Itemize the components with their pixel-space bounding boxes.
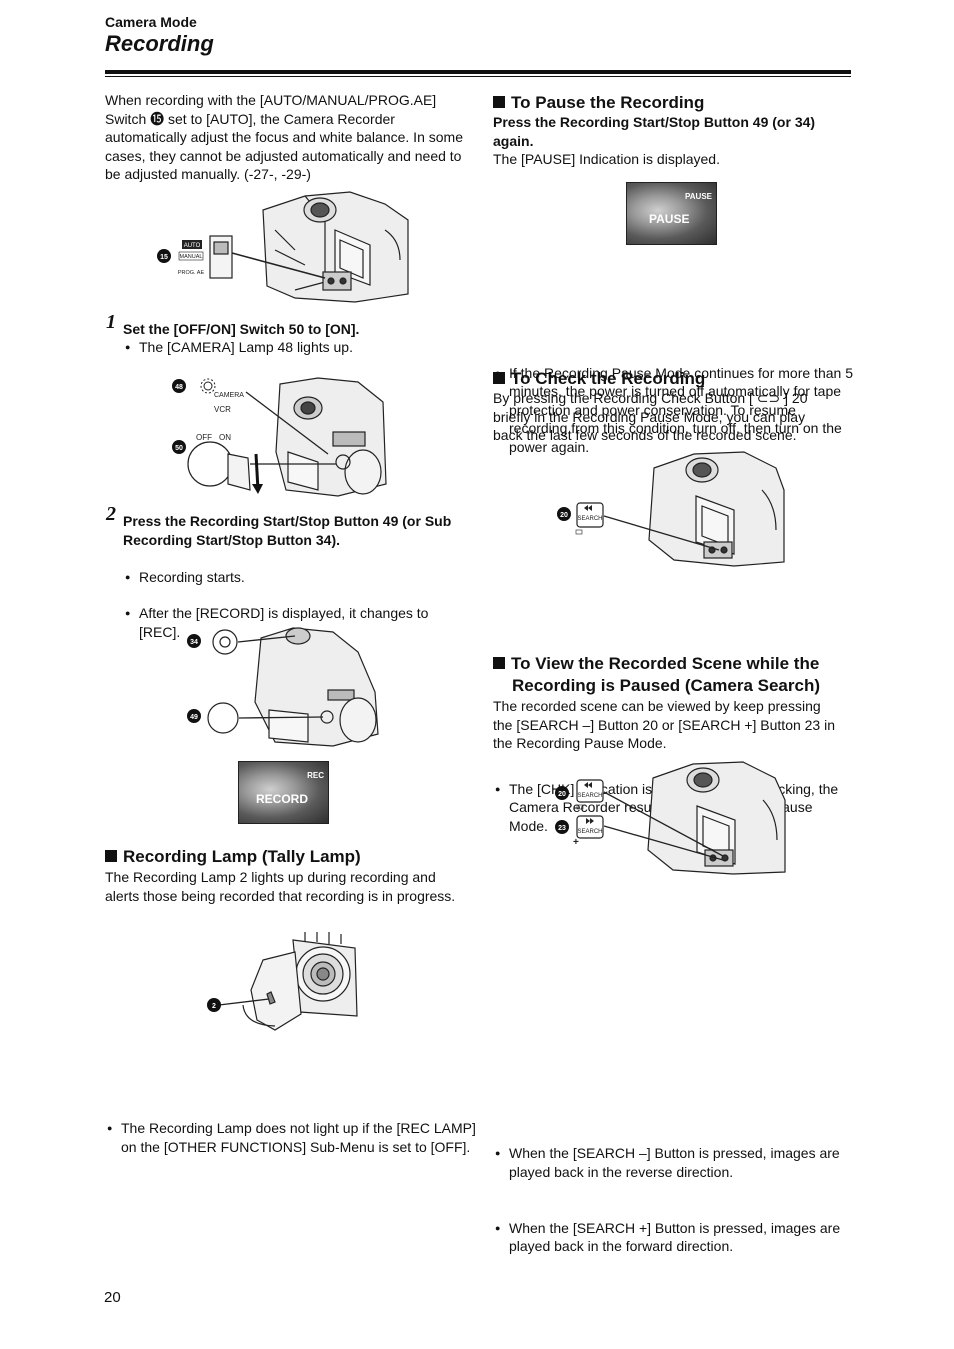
pause-screen: PAUSE PAUSE <box>626 182 717 245</box>
header-rule <box>105 70 851 74</box>
callout-50: 50 <box>175 445 183 452</box>
camera-switch-illustration: AUTO MANUAL PROG. AE 15 <box>155 190 415 308</box>
section-label: Camera Mode <box>105 14 197 30</box>
pause-bullet: If the Recording Pause Mode continues fo… <box>493 364 854 457</box>
search-bullet-1: When the [SEARCH –] Button is pressed, i… <box>493 1144 854 1181</box>
callout-49: 49 <box>190 714 198 721</box>
search-button-label: SEARCH <box>577 516 602 522</box>
pause-heading: To Pause the Recording <box>493 92 853 114</box>
bullet-square-icon <box>493 96 505 108</box>
tally-bullet: The Recording Lamp does not light up if … <box>105 1119 476 1156</box>
lamp-label-camera: CAMERA <box>214 392 244 399</box>
svg-text:+: + <box>573 837 579 848</box>
bullet-square-icon <box>493 372 505 384</box>
switch-label-progae: PROG. AE <box>178 270 205 276</box>
bullet-square-icon <box>105 850 117 862</box>
tally-text: The Recording Lamp 2 lights up during re… <box>105 869 456 904</box>
step-2-bullet-1: Recording starts. <box>123 568 479 587</box>
rec-indicator: REC <box>307 771 324 780</box>
lamp-label-vcr: VCR <box>214 405 231 414</box>
header-rule-thin <box>105 76 851 77</box>
intro-paragraph: When recording with the [AUTO/MANUAL/PRO… <box>105 92 463 183</box>
switch-label-manual: MANUAL <box>180 254 203 260</box>
search-text: The recorded scene can be viewed by keep… <box>493 698 836 752</box>
check-text: By pressing the Recording Check Button [… <box>493 390 808 444</box>
search-minus-label: SEARCH <box>577 793 602 799</box>
step-2-text: Press the Recording Start/Stop Button 49… <box>123 513 452 548</box>
callout-20: 20 <box>560 512 568 519</box>
switch-label-auto: AUTO <box>184 243 201 249</box>
record-screen: REC RECORD <box>238 761 329 824</box>
pause-indicator-big: PAUSE <box>649 212 690 226</box>
start-stop-illustration: 34 49 <box>183 622 383 750</box>
lion-image <box>627 183 716 244</box>
lion-image <box>239 762 328 823</box>
bullet-square-icon <box>493 657 505 669</box>
pause-text: The [PAUSE] Indication is displayed. <box>493 151 720 167</box>
search-bullet-2: When the [SEARCH +] Button is pressed, i… <box>493 1219 854 1256</box>
check-heading: To Check the Recording <box>493 368 853 390</box>
callout-34: 34 <box>190 639 198 646</box>
power-switch-illustration: CAMERA VCR OFF ON 48 50 <box>168 372 398 502</box>
callout-15: 15 <box>160 254 168 261</box>
step-2-bullet-2: After the [RECORD] is displayed, it chan… <box>123 604 469 641</box>
step-1-number: 1 <box>106 311 116 333</box>
step-2-number: 2 <box>106 503 116 525</box>
callout-20: 20 <box>558 791 566 798</box>
callout-23: 23 <box>558 825 566 832</box>
search-plus-label: SEARCH <box>577 829 602 835</box>
pause-indicator-small: PAUSE <box>685 192 712 201</box>
tally-lamp-illustration: 2 <box>205 930 365 1035</box>
check-button-illustration: SEARCH 20 <box>554 450 786 568</box>
callout-2: 2 <box>212 1003 216 1010</box>
tally-heading: Recording Lamp (Tally Lamp) <box>105 846 465 868</box>
page-number: 20 <box>104 1289 121 1306</box>
step-1-text: Set the [OFF/ON] Switch 50 to [ON]. <box>123 321 360 337</box>
page-title: Recording <box>105 31 214 56</box>
pause-instruction: Press the Recording Start/Stop Button 49… <box>493 114 816 149</box>
switch-label-off: OFF <box>196 433 212 442</box>
step-1-bullet: The [CAMERA] Lamp 48 lights up. <box>123 338 479 357</box>
search-buttons-illustration: SEARCH SEARCH + 20 23 <box>553 760 789 876</box>
record-indicator: RECORD <box>256 792 309 806</box>
switch-label-on: ON <box>219 433 231 442</box>
callout-48: 48 <box>175 384 183 391</box>
